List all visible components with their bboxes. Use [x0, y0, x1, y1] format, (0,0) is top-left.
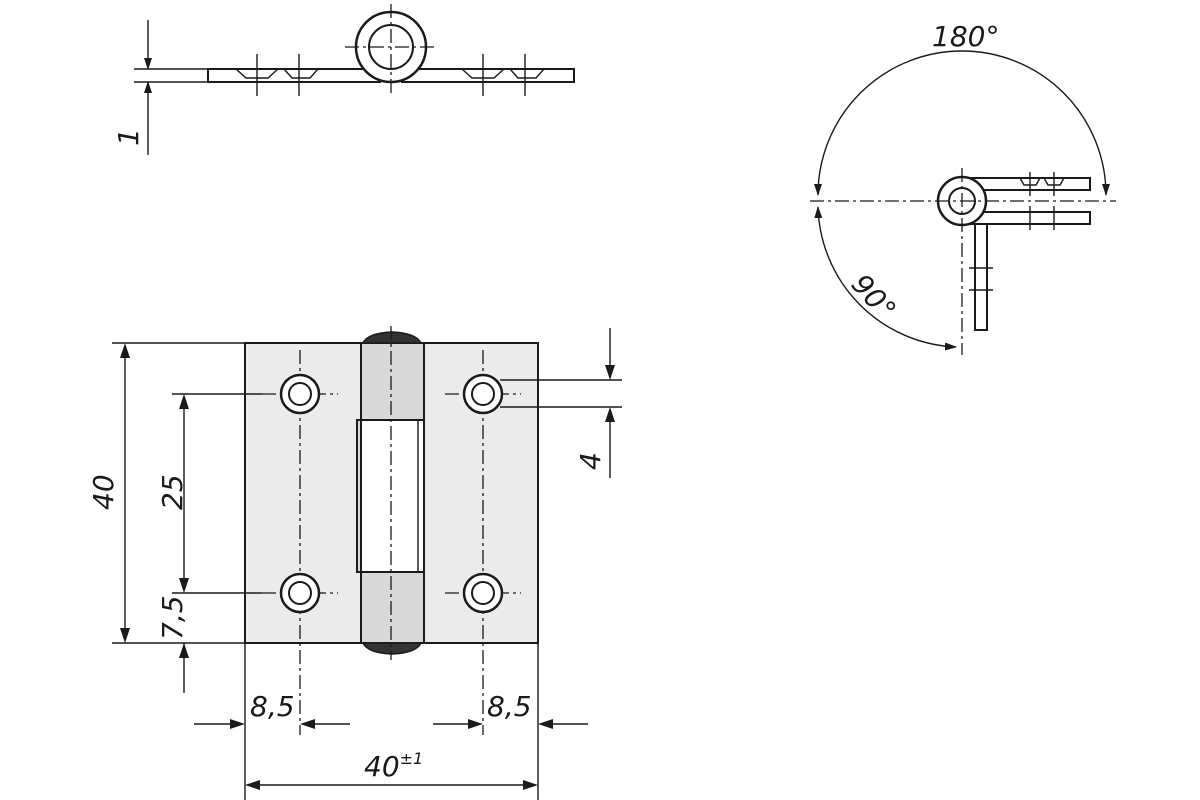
hole-bottom-left	[279, 572, 321, 614]
side-view: 1	[112, 4, 575, 155]
angle-180-label: 180°	[932, 20, 999, 53]
side-view-left-leaf	[207, 68, 381, 83]
angle-view: 180° 90°	[810, 20, 1116, 355]
hole-bottom-right	[462, 572, 504, 614]
width-value: 40	[364, 750, 400, 783]
edge-left-dimension-label: 8,5	[250, 690, 295, 723]
width-dimension-label: 40±1	[364, 749, 423, 783]
pin-cap-top	[361, 331, 423, 344]
hole-diameter-dimension-label: 4	[574, 452, 607, 470]
front-view: 40 25 7,5 4 8,5 8,5	[87, 326, 622, 800]
pin-cap-bottom	[361, 642, 423, 655]
edge-right-dimension-label: 8,5	[487, 690, 532, 723]
hole-top-left	[279, 373, 321, 415]
hole-edge-dimension-label: 7,5	[156, 595, 189, 640]
side-view-right-leaf	[401, 68, 575, 83]
thickness-dimension-label: 1	[112, 128, 145, 146]
hole-spacing-dimension-label: 25	[156, 474, 189, 510]
angle-180-arc	[814, 50, 1110, 196]
angle-90-arc	[814, 206, 957, 351]
hole-top-right	[462, 373, 504, 415]
width-tolerance: ±1	[400, 749, 424, 768]
height-dimension-label: 40	[87, 474, 120, 510]
angle-90-label: 90°	[845, 268, 903, 327]
